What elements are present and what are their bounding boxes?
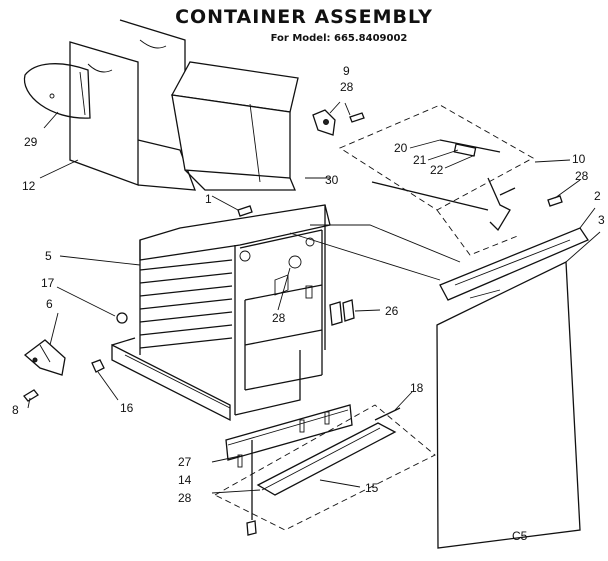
model-subtitle: For Model: 665.8409002 xyxy=(270,33,408,44)
label-17: 17 xyxy=(41,276,55,290)
part-5-cabinet-frame xyxy=(111,204,331,422)
part-2-top-rail xyxy=(439,227,589,301)
label-28-middle: 28 xyxy=(272,311,286,325)
part-29-cover xyxy=(23,63,91,119)
label-30: 30 xyxy=(325,173,339,187)
label-22: 22 xyxy=(430,163,444,177)
part-1-screw xyxy=(237,205,253,217)
label-3: 3 xyxy=(598,213,605,227)
part-27-kick-plate xyxy=(225,404,353,468)
label-28-bottom: 28 xyxy=(178,491,192,505)
label-1: 1 xyxy=(205,192,212,206)
part-28-screw-bottom xyxy=(246,440,257,536)
part-16-nut xyxy=(91,359,105,373)
label-14: 14 xyxy=(178,473,192,487)
part-15-base-rail xyxy=(214,404,436,531)
label-28-right: 28 xyxy=(575,169,589,183)
leader-lines xyxy=(27,101,601,494)
label-8: 8 xyxy=(12,403,19,417)
label-18: 18 xyxy=(410,381,424,395)
label-20: 20 xyxy=(394,141,408,155)
part-6-bracket xyxy=(23,339,66,376)
part-18-screw xyxy=(374,407,401,421)
part-9-bracket xyxy=(312,109,336,136)
label-27: 27 xyxy=(178,455,192,469)
label-12: 12 xyxy=(22,179,36,193)
latch-mechanism-box xyxy=(339,104,534,256)
label-2: 2 xyxy=(594,189,601,203)
label-10: 10 xyxy=(572,152,586,166)
part-30-container-box xyxy=(170,61,299,191)
part-8-screw xyxy=(23,389,39,402)
part-17-washer xyxy=(116,312,128,324)
label-5: 5 xyxy=(45,249,52,263)
label-15: 15 xyxy=(365,481,379,495)
label-28-top: 28 xyxy=(340,80,354,94)
part-28-screw-top xyxy=(349,112,365,123)
part-3-door-panel xyxy=(436,260,581,549)
diagram-title: CONTAINER ASSEMBLY xyxy=(175,6,433,28)
label-16: 16 xyxy=(120,401,134,415)
label-26: 26 xyxy=(385,304,399,318)
label-6: 6 xyxy=(46,297,53,311)
diagram-code: C5 xyxy=(512,529,528,543)
label-21: 21 xyxy=(413,153,427,167)
label-9: 9 xyxy=(343,64,350,78)
part-26-clip xyxy=(329,299,355,326)
label-29: 29 xyxy=(24,135,38,149)
